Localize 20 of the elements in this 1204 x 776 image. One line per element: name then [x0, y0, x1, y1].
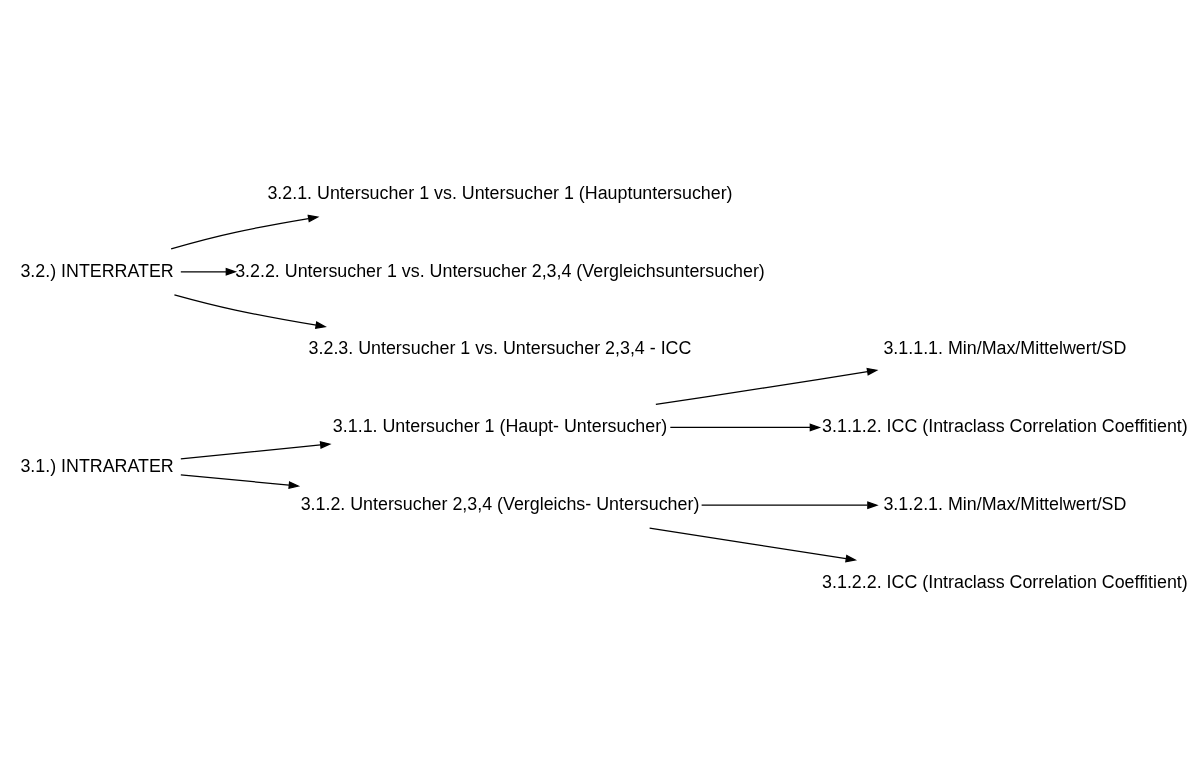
arrow	[170, 214, 320, 249]
arrow	[173, 293, 327, 329]
arrow	[701, 500, 879, 509]
node-text: 3.1.1.1. Min/Max/Mittelwert/SD	[883, 337, 1127, 358]
node-text: 3.2.) INTERRATER	[20, 260, 174, 281]
node-text: 3.2.1. Untersucher 1 vs. Untersucher 1 (Hauptuntersucher)	[267, 182, 733, 203]
arrow	[180, 440, 332, 459]
arrow	[180, 473, 301, 489]
node-text: 3.1.2.2. ICC (Intraclass Correlation Coeffitient)	[822, 571, 1188, 592]
node-text: 3.1.2. Untersucher 2,3,4 (Vergleichs- Untersucher)	[300, 493, 700, 514]
node-text: 3.1.2.1. Min/Max/Mittelwert/SD	[883, 493, 1127, 514]
node-text: 3.2.2. Untersucher 1 vs. Untersucher 2,3,4 (Vergleichsuntersucher)	[235, 260, 765, 281]
arrow	[655, 367, 879, 405]
node-text: 3.2.3. Untersucher 1 vs. Untersucher 2,3,4 - ICC	[308, 337, 692, 358]
arrow	[649, 527, 858, 562]
node-text: 3.1.) INTRARATER	[20, 455, 174, 476]
arrow	[669, 422, 822, 431]
node-text: 3.1.1.2. ICC (Intraclass Correlation Coeffitient)	[822, 415, 1188, 436]
arrow	[180, 267, 238, 276]
node-text: 3.1.1. Untersucher 1 (Haupt- Untersucher)	[332, 415, 668, 436]
